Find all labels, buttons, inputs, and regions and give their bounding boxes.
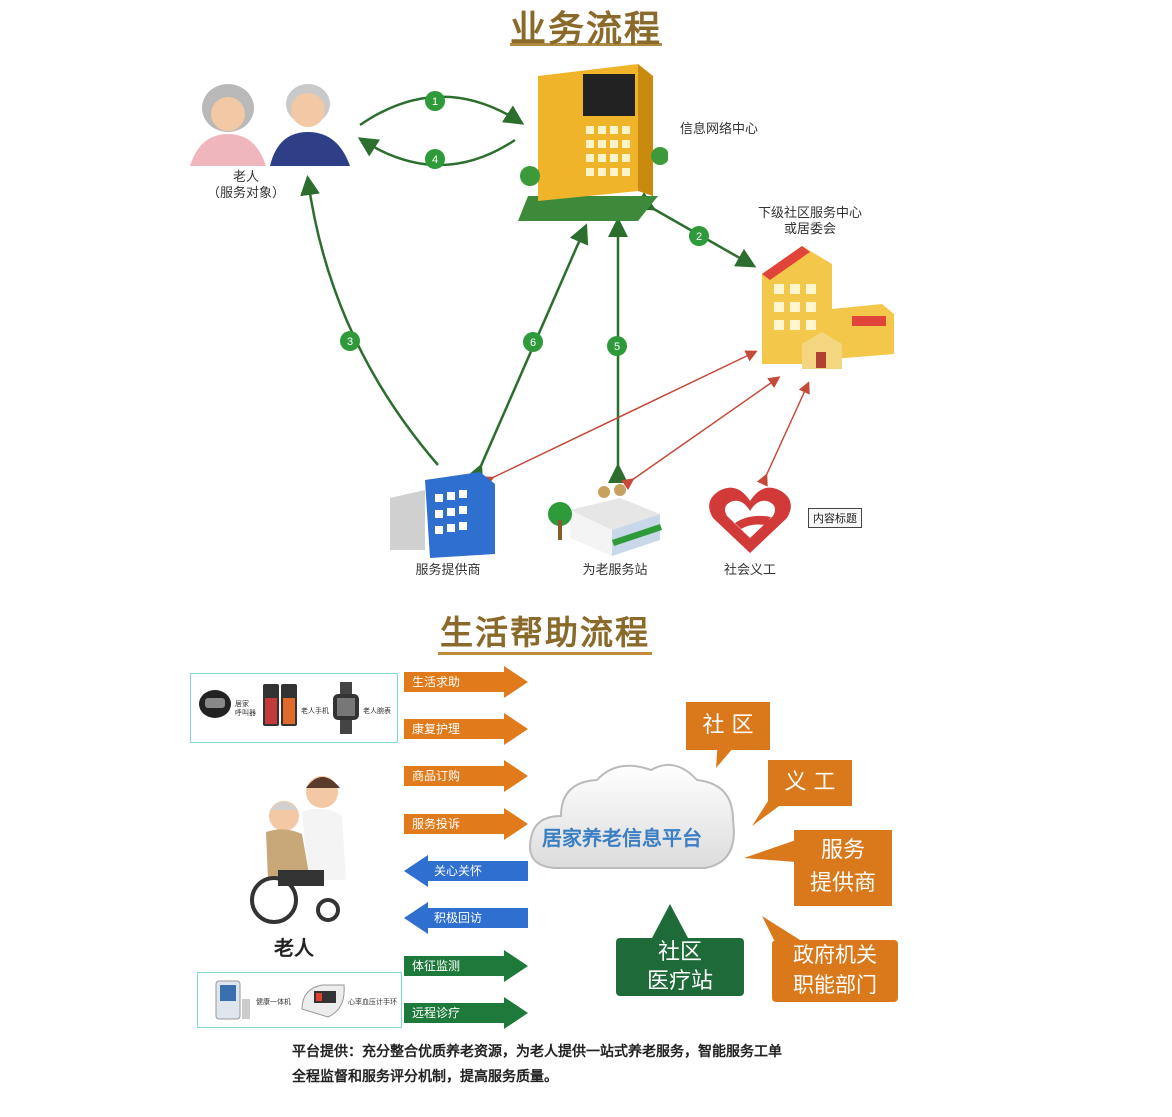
health-kiosk-icon [215,980,250,1020]
step-6-badge: 6 [522,331,544,353]
speech-box-tails [652,740,800,940]
device-label-call: 居家 呼叫器 [235,700,256,717]
svg-text:6: 6 [530,337,536,349]
blood-pressure-icon [301,984,345,1018]
devices-panel-bottom: 健康一体机 心率血压计手环 [197,972,402,1028]
info-center-building-icon [518,56,668,226]
svg-text:4: 4 [432,154,438,166]
box-provider: 服务提供商 [794,830,892,906]
platform-caption: 平台提供：充分整合优质养老资源，为老人提供一站式养老服务，智能服务工单 全程监督… [292,1044,782,1085]
step-5-badge: 5 [606,335,628,357]
content-title-tag: 内容标题 [808,508,862,528]
elderly-label-2: 老人 [274,936,314,960]
elderly-wheelchair-icon [250,770,360,930]
arrow-label: 康复护理 [412,722,461,736]
platform-cloud [525,758,740,883]
svg-text:3: 3 [347,336,353,348]
arrow-provider-community [481,350,758,488]
arrow-label: 关心关怀 [434,864,483,878]
device-label-phone: 老人手机 [301,707,329,715]
svg-text:1: 1 [432,96,438,108]
arrow-label: 服务投诉 [412,817,461,831]
arrow-label: 积极回访 [434,911,483,925]
community-center-building-icon [752,244,902,379]
arrow-station-community [621,376,781,491]
box-clinic: 社区医疗站 [616,938,744,996]
call-device-icon [199,690,231,718]
device-label-kiosk: 健康一体机 [256,998,291,1006]
elderly-label: 老人 （服务对象） [206,170,285,201]
arrow-volunteer-community [756,381,810,487]
provider-building-icon [385,470,505,560]
arrow-label: 远程诊疗 [412,1006,461,1020]
platform-label: 居家养老信息平台 [542,826,702,850]
device-label-watch: 老人腕表 [363,707,391,715]
box-government: 政府机关职能部门 [772,940,898,1002]
section1-title: 业务流程 [509,9,662,50]
arrow-label: 体征监测 [412,959,461,973]
watch-device-icon [333,682,359,734]
elderly-couple-icon [180,78,360,168]
section2-title: 生活帮助流程 [0,606,1090,655]
svg-text:2: 2 [696,231,702,243]
device-label-bp: 心率血压计手环 [348,998,397,1006]
devices-panel-top: 居家 呼叫器 老人手机 老人腕表 [190,673,398,743]
station-label: 为老服务站 [582,563,648,578]
info-center-label: 信息网络中心 [680,122,759,137]
provider-label: 服务提供商 [415,563,481,578]
step-1-badge: 1 [424,90,446,112]
svg-text:5: 5 [614,341,620,353]
arrow-label: 生活求助 [412,675,461,689]
phone-device-icon [263,684,297,726]
step-3-badge: 3 [339,330,361,352]
box-community: 社 区 [686,702,770,750]
step-2-badge: 2 [688,225,710,247]
step-4-badge: 4 [424,148,446,170]
service-station-icon [540,480,670,560]
heart-hand-icon [705,483,795,558]
volunteer-label: 社会义工 [723,563,776,578]
arrow-label: 商品订购 [412,769,461,783]
community-center-label: 下级社区服务中心 或居委会 [757,206,862,237]
arrow-step-3 [300,175,439,466]
box-volunteer: 义 工 [768,760,852,806]
